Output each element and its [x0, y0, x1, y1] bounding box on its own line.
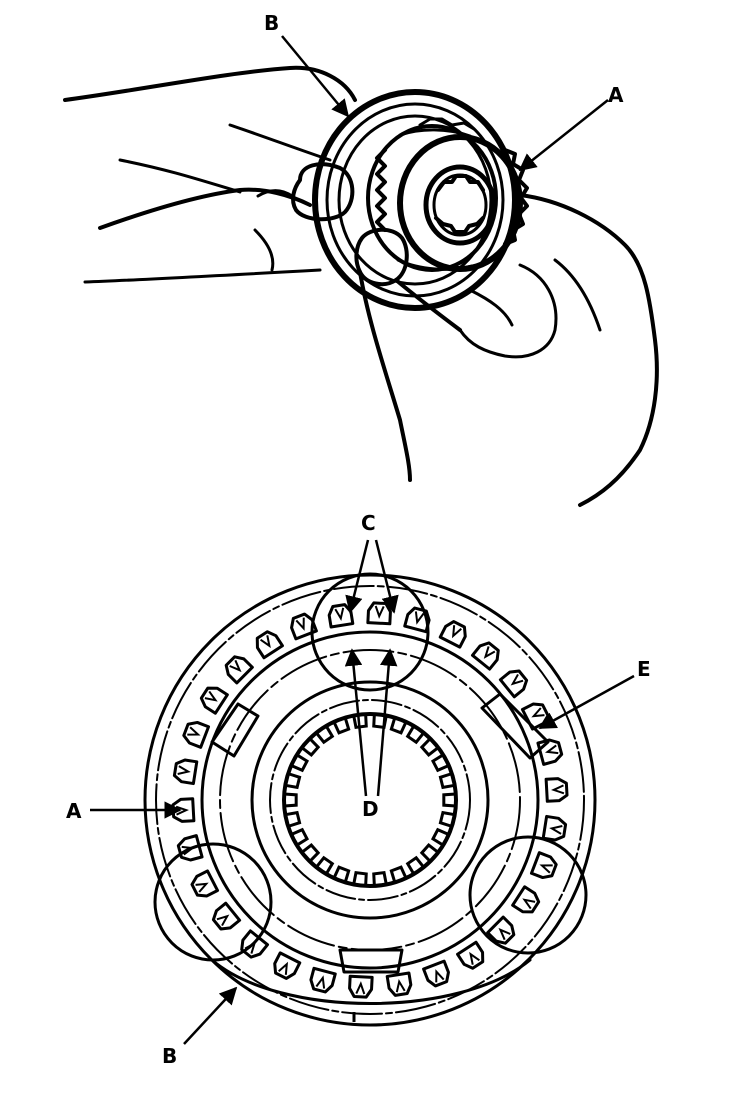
inner-spline-tooth: [405, 725, 425, 745]
inner-spline-tooth: [284, 792, 298, 808]
inner-spline-tooth: [438, 772, 455, 790]
inner-spline-tooth: [372, 870, 388, 886]
dog-tooth: [498, 669, 529, 699]
leader-c-right: [374, 539, 399, 614]
inner-spline-tooth: [300, 843, 321, 863]
bottom-callout-c-group: C: [345, 511, 399, 614]
dog-tooth: [309, 966, 337, 994]
dog-tooth: [385, 971, 413, 997]
callout-e: E: [637, 657, 651, 681]
sleeve-lower-arc: [210, 958, 532, 1005]
detail-circle-b-right: [468, 835, 588, 955]
inner-spline-tooth: [352, 714, 368, 730]
dog-tooth: [544, 777, 569, 803]
leader-d-right: [376, 648, 398, 797]
dog-tooth: [366, 601, 392, 626]
inner-spline-tooth: [430, 827, 450, 847]
inner-spline-tooth: [290, 827, 310, 847]
dog-tooth: [211, 901, 242, 931]
inner-spline-tooth: [405, 855, 425, 875]
hub-inner-circle: [250, 680, 490, 920]
dog-tooth: [255, 630, 284, 660]
bottom-callout-b-group: B: [162, 986, 238, 1068]
callout-d: D: [362, 797, 379, 821]
hub-bore-ring: [269, 699, 471, 901]
callout-a-bottom: A: [66, 799, 82, 823]
leader-e: [538, 674, 635, 730]
leader-b-bottom: [183, 986, 238, 1045]
dog-tooth: [470, 641, 500, 671]
top-callout-b-group: B: [264, 11, 350, 118]
sleeve-inner-ring: [155, 585, 585, 1015]
inner-spline-tooth: [315, 855, 335, 875]
dog-tooth: [290, 612, 318, 641]
inner-spline-tooth: [285, 810, 302, 828]
dog-tooth: [190, 869, 220, 898]
bottom-callout-e-group: E: [538, 657, 651, 730]
callout-a-top: A: [608, 83, 624, 107]
leader-c-left: [345, 539, 370, 614]
inner-spline-tooth: [419, 737, 440, 757]
detail-circle-c: [310, 572, 430, 692]
dog-tooth: [536, 738, 564, 766]
dog-tooth: [348, 974, 374, 999]
inner-spline-tooth: [332, 865, 351, 883]
dog-tooth: [438, 620, 467, 649]
left-hand-outline: [63, 65, 357, 284]
hub-outer-circle: [200, 630, 540, 970]
callout-c: C: [361, 511, 376, 535]
inner-spline-tooth: [389, 865, 408, 883]
bottom-callout-d-group: D: [344, 648, 398, 821]
dog-tooth: [511, 885, 541, 914]
inner-spline-tooth: [290, 753, 310, 773]
inner-spline-teeth: [284, 714, 456, 886]
top-callout-a-group: A: [518, 83, 624, 172]
inner-spline-tooth: [442, 792, 456, 808]
inner-spline-tooth: [438, 810, 455, 828]
inner-spline-tooth: [389, 717, 408, 735]
sleeve-and-hub-face-view: C D E A B: [66, 511, 651, 1068]
hub-key-block-left: [210, 702, 260, 758]
dog-tooth: [182, 720, 211, 749]
dog-tooth: [422, 959, 450, 988]
dog-tooth: [224, 655, 254, 685]
inner-spline-tooth: [352, 870, 368, 886]
hub-and-sleeve-in-hands-illustration: B A: [63, 11, 659, 507]
hub-key-block-right: [480, 692, 550, 760]
hub-key-block-bottom: [338, 948, 404, 974]
inner-spline-tooth: [332, 717, 351, 735]
leader-b-top: [281, 35, 350, 118]
dog-tooth: [327, 603, 355, 629]
dog-tooth: [541, 814, 568, 842]
inner-spline-tooth: [300, 737, 321, 757]
dog-tooth: [529, 851, 558, 880]
dog-tooth: [199, 686, 229, 715]
inner-spline-tooth: [430, 753, 450, 773]
dog-tooth: [403, 606, 431, 634]
dog-tooth: [486, 915, 516, 945]
inner-spline-tooth: [315, 725, 335, 745]
leader-a-top: [518, 99, 609, 172]
leader-d-left: [344, 648, 368, 797]
bottom-callout-a-group: A: [66, 799, 182, 823]
callout-b-bottom: B: [162, 1044, 177, 1068]
inner-spline-tooth: [285, 772, 302, 790]
inner-spline-tooth: [419, 843, 440, 863]
dog-tooth: [456, 940, 485, 970]
dog-tooth: [172, 758, 199, 786]
dog-tooth: [273, 951, 302, 980]
sleeve-and-hub: [312, 89, 529, 311]
sleeve-dog-teeth: [171, 601, 569, 999]
spline-bore-outer: [282, 712, 458, 888]
callout-b-top: B: [264, 11, 279, 35]
right-hand-outline: [354, 193, 659, 507]
